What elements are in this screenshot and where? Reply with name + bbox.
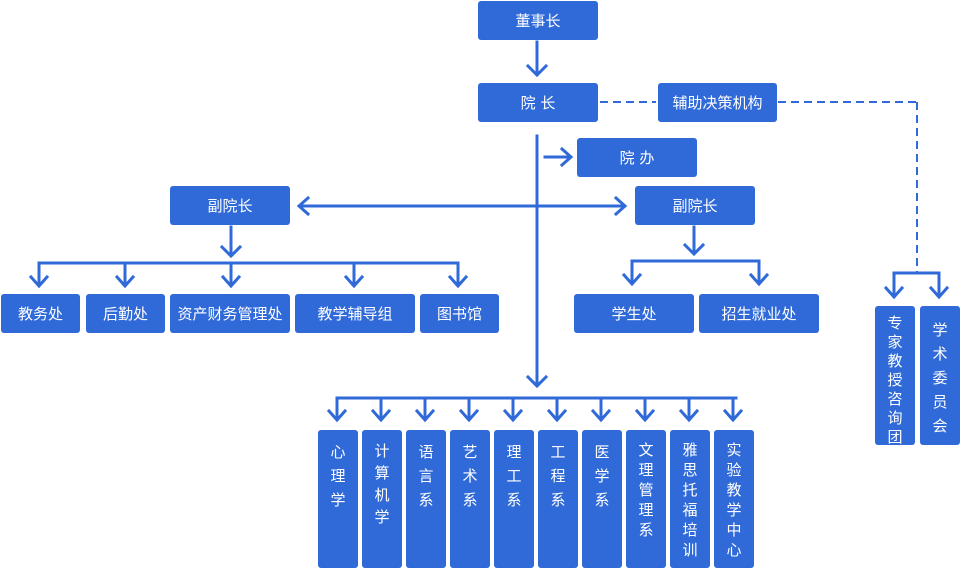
vertical-char: 家 xyxy=(887,333,903,351)
department-char: 艺 xyxy=(462,443,478,461)
department-box: 工程系 xyxy=(538,430,578,568)
academic-committee-box: 学术委员会 xyxy=(920,306,960,445)
department-box: 理工系 xyxy=(494,430,534,568)
department-char: 机 xyxy=(374,486,390,504)
president-label: 院 长 xyxy=(520,94,556,112)
department-char: 学 xyxy=(726,501,742,519)
department-char: 管 xyxy=(638,481,654,499)
department-char: 系 xyxy=(506,491,522,509)
department-char: 系 xyxy=(462,491,478,509)
department-char: 学 xyxy=(330,491,346,509)
department-box: 计算机学 xyxy=(362,430,402,568)
department-char: 思 xyxy=(682,461,698,479)
advisory-label: 辅助决策机构 xyxy=(672,94,763,112)
department-char: 系 xyxy=(550,491,566,509)
department-char: 程 xyxy=(550,467,566,485)
department-char: 系 xyxy=(418,491,434,509)
vice-president-right-label: 副院长 xyxy=(672,197,718,215)
department-char: 工 xyxy=(550,443,566,461)
vertical-char: 员 xyxy=(932,393,948,411)
finance-label: 资产财务管理处 xyxy=(177,305,283,323)
department-char: 中 xyxy=(726,521,742,539)
office-box: 院 办 xyxy=(577,138,697,177)
department-box: 语言系 xyxy=(406,430,446,568)
department-char: 理 xyxy=(506,443,522,461)
academic-affairs-label: 教务处 xyxy=(17,305,63,323)
department-char: 语 xyxy=(418,443,434,461)
department-char: 系 xyxy=(638,521,654,539)
department-char: 理 xyxy=(638,501,654,519)
library-box: 图书馆 xyxy=(420,294,499,333)
department-char: 学 xyxy=(374,508,390,526)
department-char: 算 xyxy=(374,464,390,482)
vertical-char: 学 xyxy=(932,321,948,339)
department-char: 计 xyxy=(374,442,390,460)
department-char: 托 xyxy=(682,481,698,499)
department-box: 心理学 xyxy=(318,430,358,568)
vertical-char: 专 xyxy=(887,314,903,332)
vertical-char: 授 xyxy=(887,371,903,389)
vice-president-right-box: 副院长 xyxy=(635,186,755,225)
vice-president-left-box: 副院长 xyxy=(170,186,290,225)
department-box: 艺术系 xyxy=(450,430,490,568)
department-char: 心 xyxy=(726,541,742,559)
department-char: 训 xyxy=(682,541,698,559)
department-char: 文 xyxy=(638,441,654,459)
department-char: 理 xyxy=(330,467,346,485)
chairman-box: 董事长 xyxy=(478,1,598,40)
department-char: 验 xyxy=(726,461,742,479)
department-char: 言 xyxy=(418,467,434,485)
vertical-char: 团 xyxy=(887,428,903,446)
vice-president-left-label: 副院长 xyxy=(207,197,253,215)
vertical-char: 询 xyxy=(887,409,903,427)
academic-affairs-box: 教务处 xyxy=(1,294,80,333)
vertical-char: 咨 xyxy=(887,390,903,408)
department-char: 雅 xyxy=(682,441,698,459)
department-char: 术 xyxy=(462,467,478,485)
vertical-char: 委 xyxy=(932,369,948,387)
department-char: 培 xyxy=(682,521,698,539)
vertical-char: 术 xyxy=(932,345,948,363)
teaching-support-box: 教学辅导组 xyxy=(295,294,415,333)
admissions-box: 招生就业处 xyxy=(699,294,819,333)
student-affairs-box: 学生处 xyxy=(574,294,694,333)
logistics-label: 后勤处 xyxy=(102,305,148,323)
vertical-char: 会 xyxy=(932,417,948,435)
department-char: 心 xyxy=(330,443,346,461)
advisory-box: 辅助决策机构 xyxy=(658,83,777,122)
chairman-label: 董事长 xyxy=(515,12,561,30)
admissions-label: 招生就业处 xyxy=(721,305,797,323)
logistics-box: 后勤处 xyxy=(86,294,165,333)
department-char: 理 xyxy=(638,461,654,479)
office-label: 院 办 xyxy=(619,149,655,167)
expert-group-box: 专家教授咨询团 xyxy=(875,306,915,446)
department-char: 福 xyxy=(682,501,698,519)
department-box: 医学系 xyxy=(582,430,622,568)
teaching-support-label: 教学辅导组 xyxy=(317,305,393,323)
finance-box: 资产财务管理处 xyxy=(170,294,290,333)
department-char: 系 xyxy=(594,491,610,509)
department-box: 雅思托福培训 xyxy=(670,430,710,568)
department-box: 实验教学中心 xyxy=(714,430,754,568)
president-box: 院 长 xyxy=(478,83,598,122)
department-char: 工 xyxy=(506,467,522,485)
student-affairs-label: 学生处 xyxy=(611,305,657,323)
library-label: 图书馆 xyxy=(436,305,482,323)
department-char: 实 xyxy=(726,441,742,459)
department-char: 教 xyxy=(726,481,742,499)
department-char: 学 xyxy=(594,467,610,485)
vertical-char: 教 xyxy=(887,352,903,370)
department-char: 医 xyxy=(594,443,610,461)
department-box: 文理管理系 xyxy=(626,430,666,568)
